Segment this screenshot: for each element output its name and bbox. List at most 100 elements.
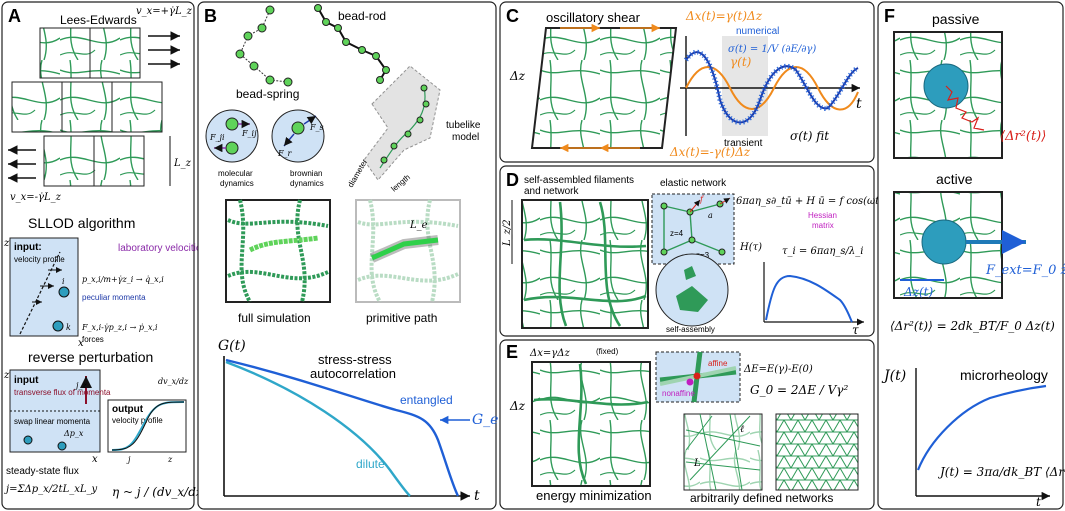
lees-edwards-title: Lees-Edwards [60,13,137,27]
image-box [43,135,95,187]
md-bead [225,117,239,131]
jt-equation: J(t) = 3πa/dk_BT ⟨Δr²(t)⟩ [937,465,1065,479]
tau-axis-label: τ [852,323,859,337]
stress-title-2: autocorrelation [310,366,396,381]
fext-label: F_ext=F_0 ẑ [985,263,1065,278]
elastic-network-graph [660,197,731,256]
msd-equation: ⟨Δr²(t)⟩ = 2dk_BT/F_0 Δz(t) [890,319,1055,333]
ell-label: ℓ [740,424,744,435]
msd-trajectory [945,85,985,131]
lz2-label: L_z/2 [502,219,513,247]
full-simulation-chains [227,199,329,303]
z4-label: z=4 [670,229,684,238]
panel-c: C oscillatory shear Δx(t)=γ(t)Δz Δz Δx(t… [499,1,875,163]
image-box [11,81,63,133]
velocity-profile-line [19,251,61,335]
lattice-network-box [775,413,859,491]
tube-model [363,65,441,181]
dvdz-label: dv_x/dz [158,377,189,386]
panel-f: F passive ⟨Δr²(t)⟩ active F_ext=F_0 ẑ Δz… [877,1,1065,510]
lz-label: L_z [173,158,192,169]
panel-d: D self-assembled filaments and network L… [499,165,883,337]
energy-min-box [531,361,651,487]
panel-f-letter: F [884,6,895,26]
htau-curve [765,274,853,323]
energy-minimization-label: energy minimization [536,488,652,503]
sllod-input-label: input: [14,242,42,253]
reverse-output-label: output [112,404,144,415]
energy-min-thick-filaments [533,363,649,485]
primitive-path-label: primitive path [366,311,437,325]
self-assembly-cluster [684,266,696,280]
dx-top-label: Δx(t)=γ(t)Δz [685,9,763,23]
dx-fixed-label: Δx=γΔz [529,348,570,359]
reverse-perturbation-title: reverse perturbation [28,349,153,365]
self-assembly-cluster [676,286,708,312]
vx-bottom-label: v_x=-γ̇L_z [10,192,62,203]
htau-label: H(τ) [739,242,762,253]
stress-title-1: stress-stress [318,352,392,367]
sigma-equation: σ(t) = 1/V (∂E/∂γ) [728,44,816,55]
delta-p-label: Δp_x [63,429,84,438]
a-label: a [708,211,713,220]
active-probe [921,219,967,265]
out-j-label: j [126,455,131,464]
forces-label: forces [82,335,104,344]
thick-filaments [523,201,647,327]
sigma-numerical-points [683,49,860,125]
force-f-label: f [699,195,705,204]
dx-bottom-label: Δx(t)=-γ(t)Δz [669,145,751,159]
axis-z: z [3,238,10,249]
dilute-label: dilute [356,457,385,471]
axis-z-2: z [3,370,10,381]
bd-bead [291,121,305,135]
particle-i-label: i [62,277,65,286]
image-box [39,27,91,79]
image-box [93,135,145,187]
md-label-2: dynamics [220,179,254,188]
motion-equation: 6πaη_s∂_tū + H ū = f cos(ωt) [736,196,883,207]
reverse-input-desc: transverse flux of momenta [14,388,111,397]
transient-label: transient [724,138,763,149]
elastic-network-label: elastic network [660,178,727,189]
reverse-output-box [107,399,187,453]
tubelike-label-2: model [452,132,479,143]
self-assembled-network-box [521,199,649,329]
panel-d-letter: D [506,170,519,190]
flux-equation: j=ΣΔp_x/2tL_xL_y [4,484,97,495]
fixed-label: (fixed) [596,347,619,356]
delta-e-equation: ΔE=E(γ)-E(0) [743,364,813,375]
fr-label: F_r [277,149,293,158]
g0-equation: G_0 = 2ΔE / Vγ² [750,383,848,397]
jt-t-label: t [1036,495,1041,509]
bead-rod-chain [314,4,390,84]
L-label: L [693,458,701,469]
dzt-label: Δz(t) [903,285,933,299]
particle-k-label: k [66,323,71,332]
nonaffine-point [686,378,694,386]
jz-label: j_z [74,381,87,390]
fs-label: F_s [309,123,324,132]
le-label: L_e [409,220,428,231]
random-network-lines [685,413,761,491]
hessian-label-1: Hessian [808,211,837,220]
sllod-eq-f: F_x,i-γ̇p_z,i → ṗ_x,i [81,323,158,332]
bead-rod-label: bead-rod [338,9,386,23]
axis-x-2: x [92,454,98,465]
passive-msd-label: ⟨Δr²(t)⟩ [1000,129,1046,144]
panel-e: E Δx=γΔz (fixed) Δz energy minimization … [499,339,875,510]
steady-state-label: steady-state flux [6,466,79,477]
sheared-box [530,27,678,149]
gt-axis-label: G(t) [218,338,246,354]
panel-a: A Lees-Edwards v_x=+γ̇L_z L_z v_x=-γ̇L_z… [1,1,207,510]
reverse-input-label: input [14,375,39,386]
peculiar-momenta-label: peculiar momenta [82,293,146,302]
laboratory-velocities-label: laboratory velocities [118,243,206,254]
viscosity-equation: η ~ j / (dv_x/dz) [112,485,207,499]
fji-label: F_ji [209,133,225,142]
hessian-label-2: matrix [812,221,834,230]
oscillatory-shear-title: oscillatory shear [546,10,641,25]
axis-x: x [78,338,84,349]
numerical-label: numerical [736,26,779,37]
